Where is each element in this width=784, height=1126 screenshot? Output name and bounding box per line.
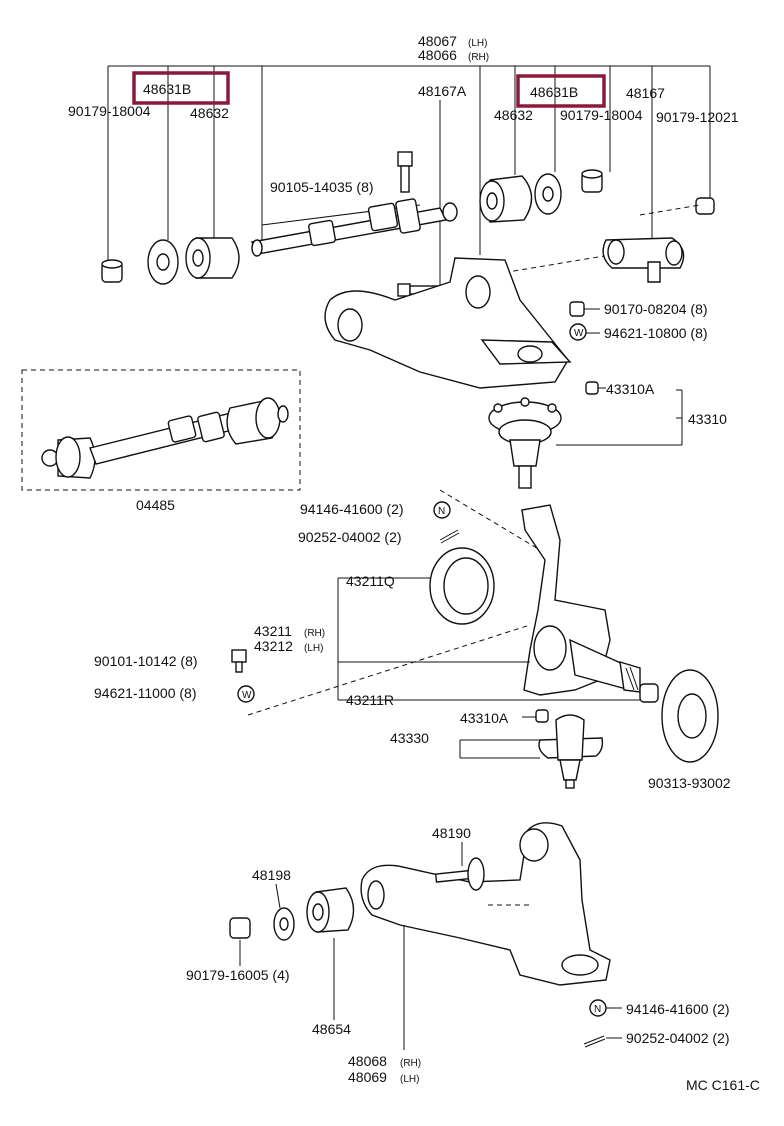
- cotter-pin-bottom: [583, 1035, 606, 1048]
- lower-leader-lines: [239, 842, 622, 1050]
- nut-43211r: [639, 683, 659, 703]
- label-48067: 48067: [418, 33, 457, 49]
- label-90179-18004-left: 90179-18004: [68, 103, 151, 119]
- label-48069-side: (LH): [400, 1074, 419, 1085]
- highlight-box-left: [132, 71, 230, 105]
- label-43310a-top: 43310A: [606, 381, 655, 397]
- label-90179-18004-right: 90179-18004: [560, 107, 643, 123]
- upper-control-arm: [324, 257, 572, 389]
- washer-94621-11000: W: [237, 685, 255, 703]
- label-90105-14035: 90105-14035 (8): [270, 179, 374, 195]
- label-90252-04002-bottom: 90252-04002 (2): [626, 1030, 730, 1046]
- label-94146-41600-bottom: 94146-41600 (2): [626, 1001, 730, 1017]
- label-43330: 43330: [390, 730, 429, 746]
- label-43211q: 43211Q: [346, 573, 395, 589]
- label-48632-left: 48632: [190, 105, 229, 121]
- footer-code: MC C161-C: [686, 1077, 760, 1093]
- label-94621-10800: 94621-10800 (8): [604, 325, 708, 341]
- lower-control-arm: [360, 822, 611, 986]
- label-48631b-right: 48631B: [530, 84, 578, 100]
- nut-90170: [569, 301, 585, 317]
- label-48190: 48190: [432, 825, 471, 841]
- label-90252-04002-top: 90252-04002 (2): [298, 529, 402, 545]
- label-90101-10142: 90101-10142 (8): [94, 653, 198, 669]
- upper-ball-joint-43310: [488, 397, 562, 489]
- label-43211-side: (RH): [304, 628, 325, 639]
- label-43212-side: (LH): [304, 643, 323, 654]
- label-90170-08204: 90170-08204 (8): [604, 301, 708, 317]
- dashed-guide-4: [247, 624, 531, 716]
- nut-n-top: N: [433, 501, 451, 519]
- nut-right-90179: [581, 169, 603, 193]
- text-labels: 48067 (LH) 48066 (RH) 48631B 48631B 9017…: [68, 33, 760, 1093]
- nut-symbol-top: N: [438, 506, 445, 517]
- label-04485: 04485: [136, 497, 175, 513]
- washer-48198: [273, 907, 295, 941]
- shaft-kit-04485: [21, 369, 301, 491]
- nut-symbol-bottom: N: [594, 1004, 601, 1015]
- washer-right-48631b: [534, 173, 562, 215]
- label-48066: 48066: [418, 47, 457, 63]
- label-90179-16005: 90179-16005 (4): [186, 967, 290, 983]
- label-48068-side: (RH): [400, 1058, 421, 1069]
- washer-symbol: W: [574, 328, 584, 339]
- label-48198: 48198: [252, 867, 291, 883]
- bushing-right-48632: [479, 175, 533, 223]
- camber-adjuster-48167: [602, 237, 685, 283]
- label-90179-12021: 90179-12021: [656, 109, 739, 125]
- nut-n-bottom: N: [589, 999, 607, 1017]
- highlight-box-right: [516, 74, 606, 108]
- dashed-guide-2: [639, 204, 701, 216]
- label-48631b-left: 48631B: [143, 81, 191, 97]
- dust-cover-90313: [661, 669, 719, 763]
- washer-94621-10800: W: [569, 323, 587, 341]
- nut-90179-16005: [229, 917, 251, 939]
- label-94146-41600-top: 94146-41600 (2): [300, 501, 404, 517]
- label-48068: 48068: [348, 1053, 387, 1069]
- label-48167a: 48167A: [418, 83, 467, 99]
- bolt-90105: [397, 151, 413, 193]
- dashed-guide-3: [439, 489, 541, 551]
- steering-knuckle-43211: [521, 504, 641, 696]
- label-43212: 43212: [254, 638, 293, 654]
- label-43211: 43211: [254, 623, 292, 639]
- label-48654: 48654: [312, 1021, 351, 1037]
- washer-symbol-2: W: [242, 690, 252, 701]
- label-48066-side: (RH): [468, 52, 489, 63]
- label-43211r: 43211R: [346, 692, 394, 708]
- knuckle-leader-lines: [337, 577, 650, 701]
- bolt-90101: [231, 649, 247, 673]
- label-48167: 48167: [626, 85, 665, 101]
- bushing-48654: [306, 887, 355, 933]
- label-43310a-bottom: 43310A: [460, 710, 509, 726]
- label-94621-11000: 94621-11000 (8): [94, 685, 196, 701]
- upper-arm-shaft: [250, 198, 458, 257]
- nut-43310a-bottom: [535, 709, 549, 723]
- cotter-pin-top: [439, 529, 460, 544]
- nut-left-90179: [101, 259, 123, 283]
- label-48069: 48069: [348, 1069, 387, 1085]
- label-43310: 43310: [688, 411, 727, 427]
- nut-90179-12021: [695, 197, 715, 215]
- bushing-left-48632: [185, 237, 240, 279]
- label-48067-side: (LH): [468, 38, 487, 49]
- label-48632-right: 48632: [494, 107, 533, 123]
- lower-ball-joint-43330: [538, 714, 604, 789]
- bolt-48190: [434, 857, 485, 891]
- label-90313-93002: 90313-93002: [648, 775, 731, 791]
- washer-left-48631b: [147, 239, 179, 285]
- grease-seal-43211q: [429, 547, 495, 625]
- nut-43310a-top: [585, 381, 599, 395]
